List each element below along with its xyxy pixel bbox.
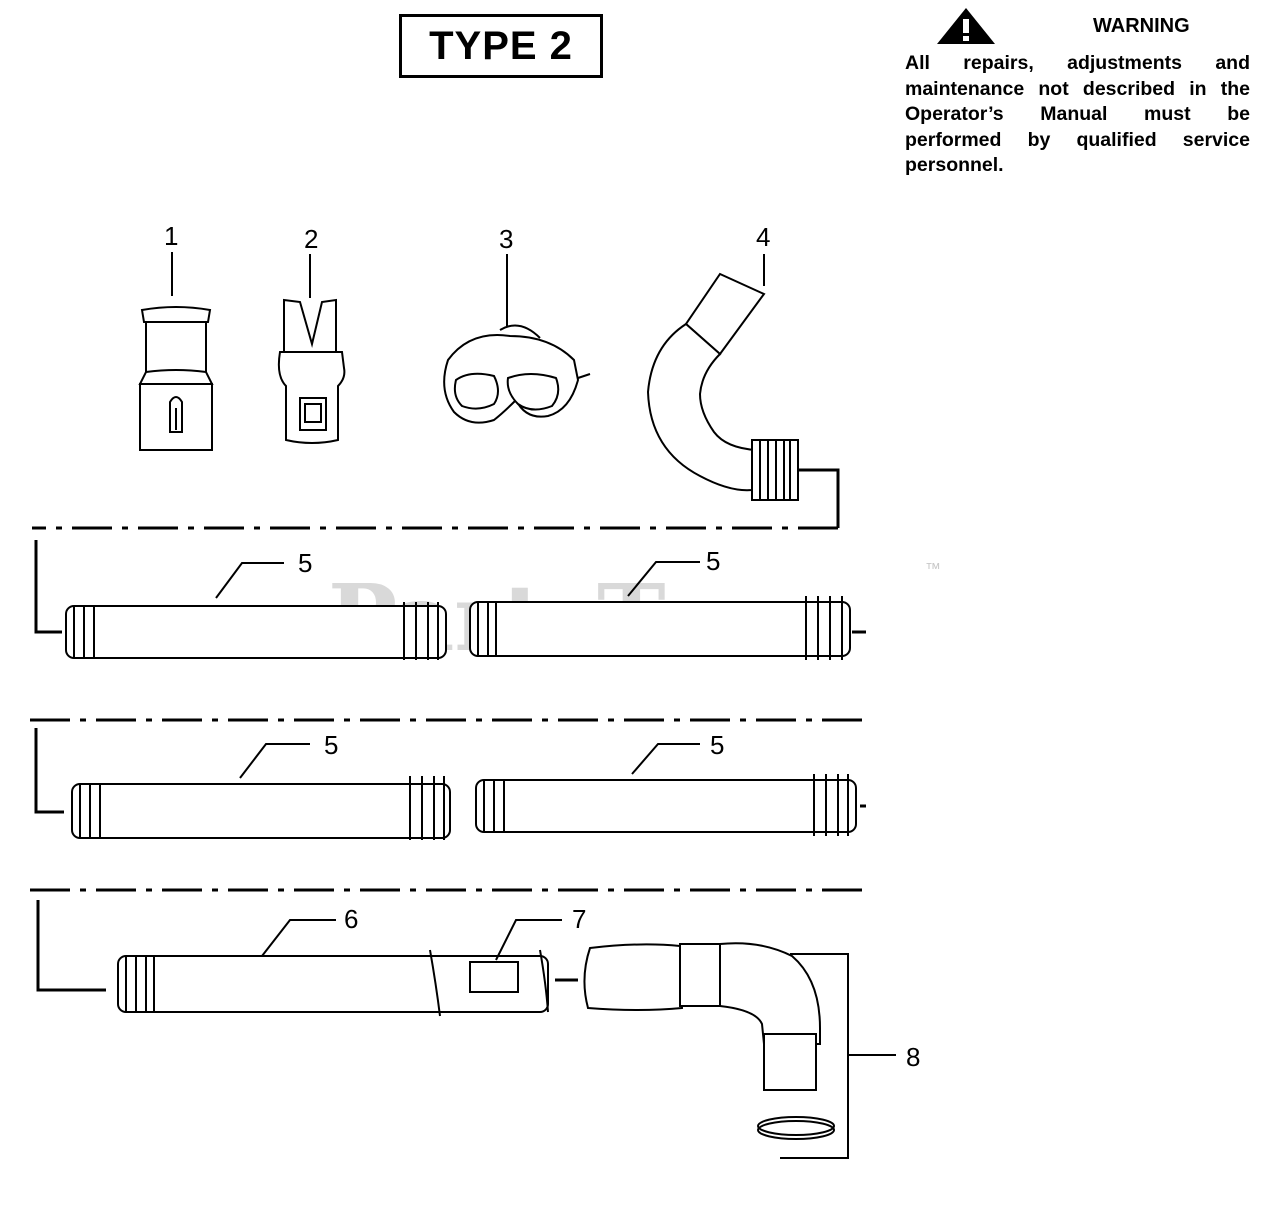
part-1-adapter [138, 306, 214, 451]
part-6-tube [117, 949, 549, 1017]
callout-1: 1 [164, 221, 178, 251]
callout-7: 7 [572, 904, 586, 934]
watermark-trademark: ™ [925, 561, 941, 578]
callout-5a: 5 [298, 548, 312, 578]
callout-5c: 5 [324, 730, 338, 760]
callout-8: 8 [906, 1042, 920, 1072]
callout-5b: 5 [706, 546, 720, 576]
callout-3: 3 [499, 224, 513, 254]
part-5-tube-c [71, 776, 451, 840]
connector-lines [30, 468, 866, 992]
callout-4: 4 [756, 222, 770, 252]
callout-6: 6 [344, 904, 358, 934]
type-label: TYPE 2 [399, 14, 603, 78]
part-5-tube-d [475, 774, 857, 836]
warning-text: All repairs, adjustments and maintenance… [905, 52, 1250, 176]
part-8-elbow-nozzle [583, 942, 835, 1140]
warning-title: WARNING [1093, 14, 1190, 37]
callout-2: 2 [304, 224, 318, 254]
warning-triangle-icon [937, 8, 995, 44]
callout-5d: 5 [710, 730, 724, 760]
part-7-slide-switch [469, 961, 519, 993]
part-5-tube-b [469, 596, 851, 660]
part-3-safety-goggles [443, 324, 591, 424]
part-4-curved-tube [646, 272, 799, 501]
warning-box: WARNING All repairs, adjustments and mai… [905, 6, 1250, 179]
part-2-nozzle [277, 298, 346, 444]
part-5-tube-a [65, 602, 447, 660]
warning-header: WARNING [905, 6, 1250, 46]
